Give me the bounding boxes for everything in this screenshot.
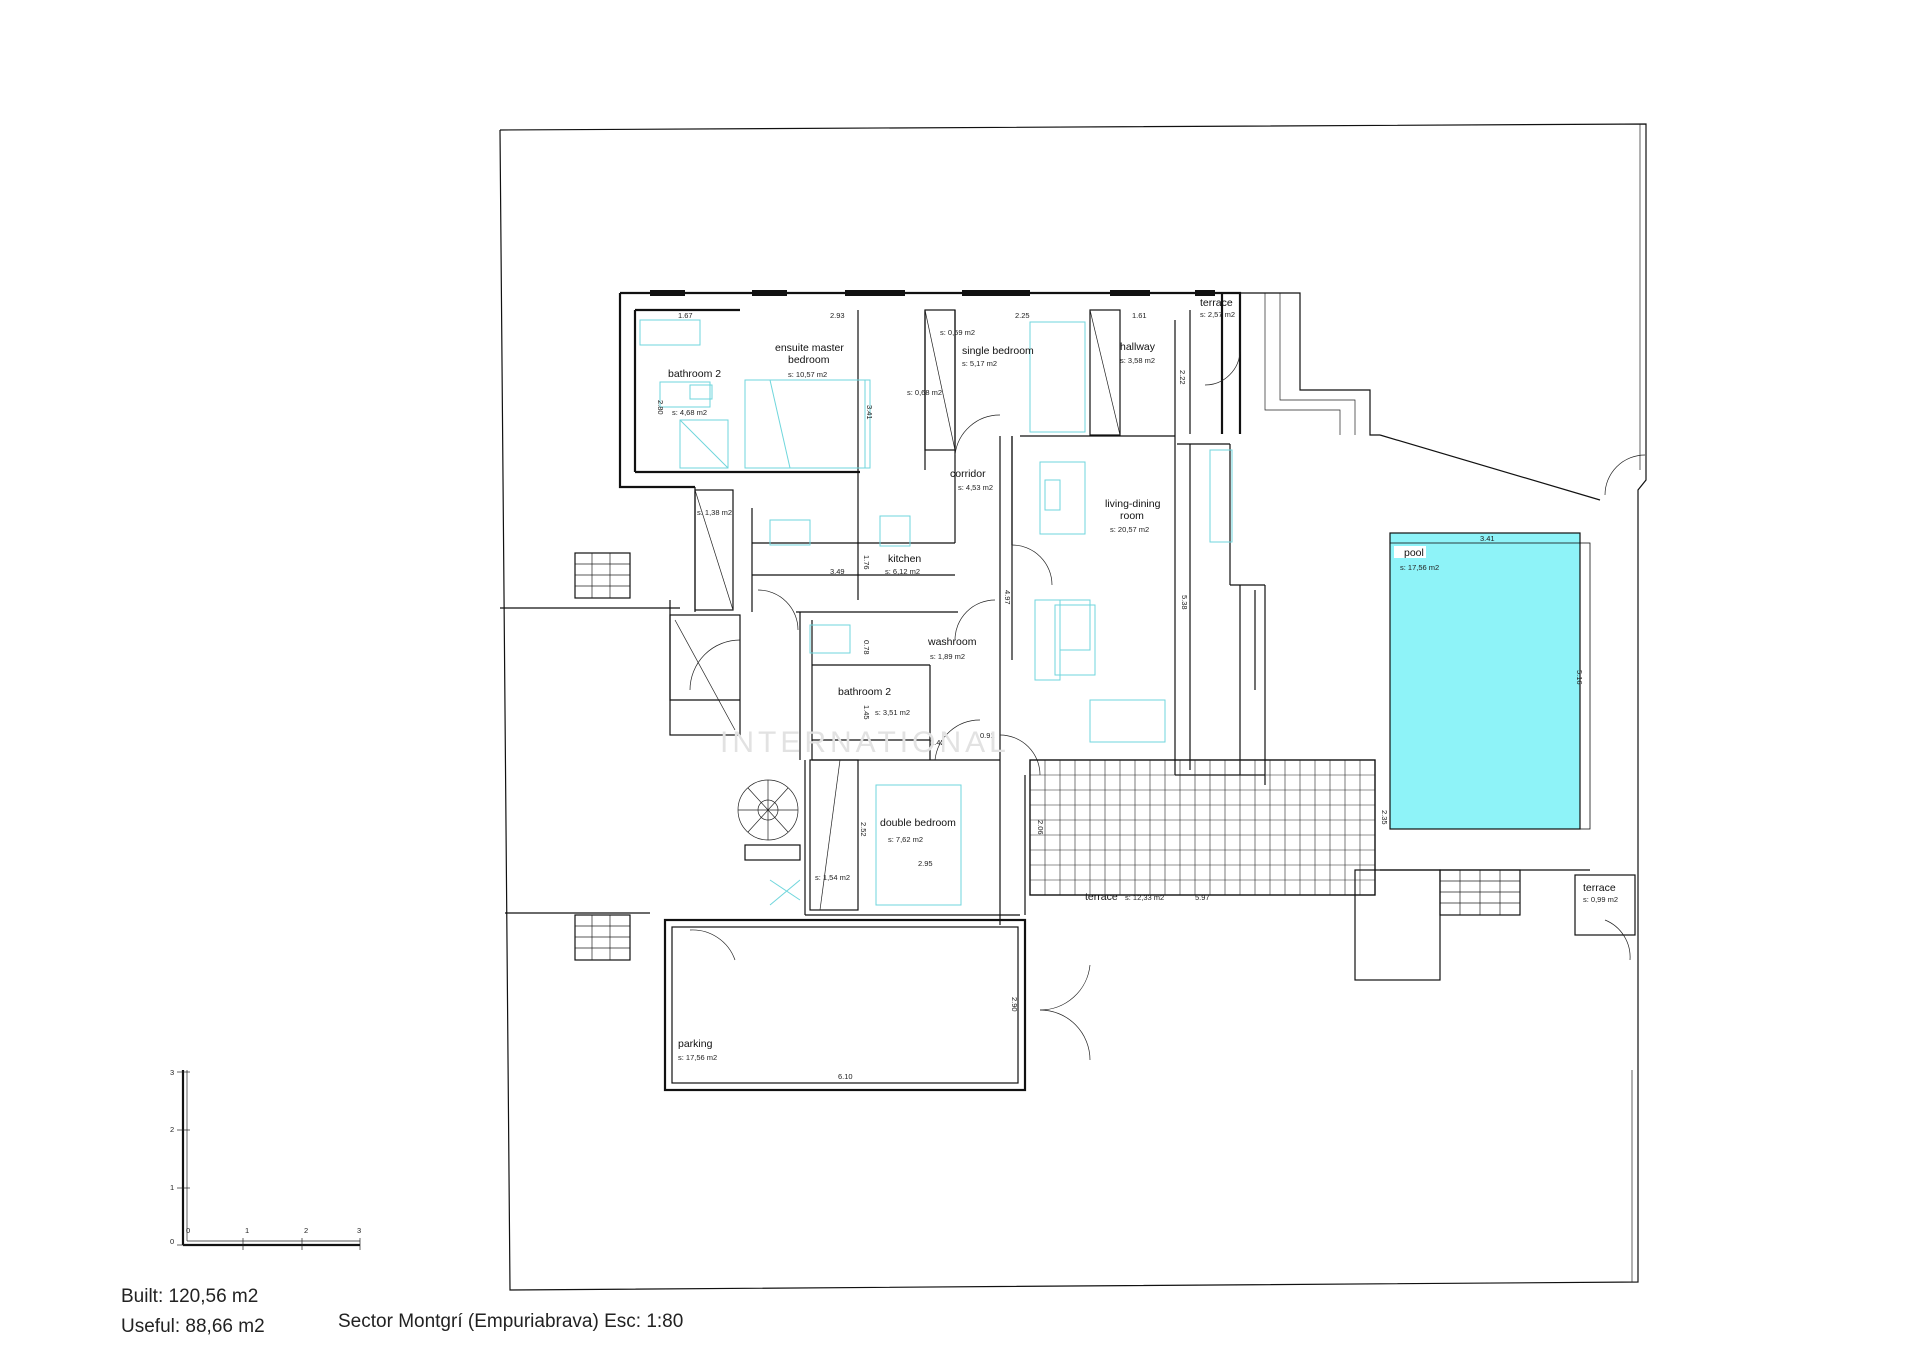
svg-text:5.38: 5.38 bbox=[1180, 595, 1189, 610]
house-walls bbox=[618, 291, 1266, 925]
svg-text:0: 0 bbox=[170, 1237, 174, 1246]
svg-text:2: 2 bbox=[170, 1125, 174, 1134]
area-single: s: 5,17 m2 bbox=[962, 359, 997, 368]
svg-text:1: 1 bbox=[170, 1183, 174, 1192]
label-bathroom-b: bathroom 2 bbox=[838, 686, 891, 698]
area-parking: s: 17,56 m2 bbox=[678, 1053, 717, 1062]
svg-text:3.49: 3.49 bbox=[830, 567, 845, 576]
area-master: s: 10,57 m2 bbox=[788, 370, 827, 379]
area-closet-3: s: 1,54 m2 bbox=[815, 873, 850, 882]
built-area: Built: 120,56 m2 bbox=[121, 1286, 259, 1307]
watermark: INTERNATIONAL bbox=[720, 726, 1010, 759]
label-kitchen: kitchen bbox=[888, 553, 921, 565]
label-living-1: living-dining bbox=[1105, 498, 1161, 510]
svg-text:4.97: 4.97 bbox=[1003, 590, 1012, 605]
svg-text:5.16: 5.16 bbox=[1575, 670, 1584, 685]
useful-area: Useful: 88,66 m2 bbox=[121, 1316, 265, 1337]
area-terrace-small: s: 0,99 m2 bbox=[1583, 895, 1618, 904]
area-double: s: 7,62 m2 bbox=[888, 835, 923, 844]
svg-text:2.52: 2.52 bbox=[859, 822, 868, 837]
room-labels: bathroom 2 s: 4,68 m2 ensuite master bed… bbox=[668, 297, 1618, 1062]
area-pool: s: 17,56 m2 bbox=[1400, 563, 1439, 572]
svg-text:2.93: 2.93 bbox=[830, 311, 845, 320]
svg-text:0: 0 bbox=[186, 1226, 190, 1235]
label-hallway: hallway bbox=[1120, 341, 1156, 353]
area-terrace-main: s: 12,33 m2 bbox=[1125, 893, 1164, 902]
svg-text:5.97: 5.97 bbox=[1195, 893, 1210, 902]
label-master-1: ensuite master bbox=[775, 342, 844, 354]
area-terrace-top: s: 2,57 m2 bbox=[1200, 310, 1235, 319]
label-master-2: bedroom bbox=[788, 354, 830, 366]
area-hallway: s: 3,58 m2 bbox=[1120, 356, 1155, 365]
label-washroom: washroom bbox=[927, 636, 977, 648]
svg-text:2.22: 2.22 bbox=[1178, 370, 1187, 385]
label-bathroom-a: bathroom 2 bbox=[668, 368, 721, 380]
label-parking: parking bbox=[678, 1038, 713, 1050]
label-single: single bedroom bbox=[962, 345, 1034, 357]
label-living-2: room bbox=[1120, 510, 1144, 522]
svg-text:2.95: 2.95 bbox=[918, 859, 933, 868]
dimension-labels: 1.67 2.93 2.25 1.61 2.80 3.41 2.22 3.49 … bbox=[656, 311, 1584, 1081]
svg-text:2.90: 2.90 bbox=[1010, 997, 1019, 1012]
label-terrace-main: terrace bbox=[1085, 891, 1118, 903]
scale-bar bbox=[177, 1070, 361, 1250]
svg-text:1.67: 1.67 bbox=[678, 311, 693, 320]
area-bathroom-a: s: 4,68 m2 bbox=[672, 408, 707, 417]
svg-text:1.76: 1.76 bbox=[862, 555, 871, 570]
svg-text:1.45: 1.45 bbox=[862, 705, 871, 720]
label-terrace-small: terrace bbox=[1583, 882, 1616, 894]
stairs bbox=[574, 292, 1636, 981]
svg-text:2.35: 2.35 bbox=[1380, 810, 1389, 825]
area-store: s: 1,38 m2 bbox=[697, 508, 732, 517]
svg-text:3.41: 3.41 bbox=[865, 405, 874, 420]
label-corridor: corridor bbox=[950, 468, 986, 480]
parking bbox=[663, 918, 1027, 1092]
svg-text:3: 3 bbox=[170, 1068, 174, 1077]
area-closet-1: s: 0,59 m2 bbox=[940, 328, 975, 337]
area-corridor: s: 4,53 m2 bbox=[958, 483, 993, 492]
svg-text:3.41: 3.41 bbox=[1480, 534, 1495, 543]
pool bbox=[1389, 532, 1591, 830]
terrace-tiles bbox=[1029, 759, 1376, 896]
svg-text:0.91: 0.91 bbox=[980, 731, 995, 740]
furniture bbox=[639, 319, 1233, 906]
svg-text:3: 3 bbox=[357, 1226, 361, 1235]
label-terrace-top: terrace bbox=[1200, 297, 1233, 309]
area-living: s: 20,57 m2 bbox=[1110, 525, 1149, 534]
area-kitchen: s: 6,12 m2 bbox=[885, 567, 920, 576]
label-pool: pool bbox=[1404, 547, 1424, 559]
svg-text:2.42: 2.42 bbox=[930, 738, 945, 747]
scale-bar-labels: 0 1 2 3 0 1 2 3 bbox=[170, 1068, 361, 1246]
svg-text:2.80: 2.80 bbox=[656, 400, 665, 415]
area-bathroom-b: s: 3,51 m2 bbox=[875, 708, 910, 717]
svg-text:0.78: 0.78 bbox=[862, 640, 871, 655]
windows bbox=[650, 290, 1215, 296]
svg-text:1.61: 1.61 bbox=[1132, 311, 1147, 320]
svg-text:1: 1 bbox=[245, 1226, 249, 1235]
svg-text:6.10: 6.10 bbox=[838, 1072, 853, 1081]
area-washroom: s: 1,89 m2 bbox=[930, 652, 965, 661]
svg-text:2.25: 2.25 bbox=[1015, 311, 1030, 320]
svg-text:2.06: 2.06 bbox=[1036, 820, 1045, 835]
location-scale: Sector Montgrí (Empuriabrava) Esc: 1:80 bbox=[338, 1311, 684, 1332]
label-double: double bedroom bbox=[880, 817, 956, 829]
plot-boundary bbox=[499, 123, 1647, 1291]
svg-text:2: 2 bbox=[304, 1226, 308, 1235]
area-closet-2: s: 0,68 m2 bbox=[907, 388, 942, 397]
interior-details bbox=[669, 309, 1646, 1061]
